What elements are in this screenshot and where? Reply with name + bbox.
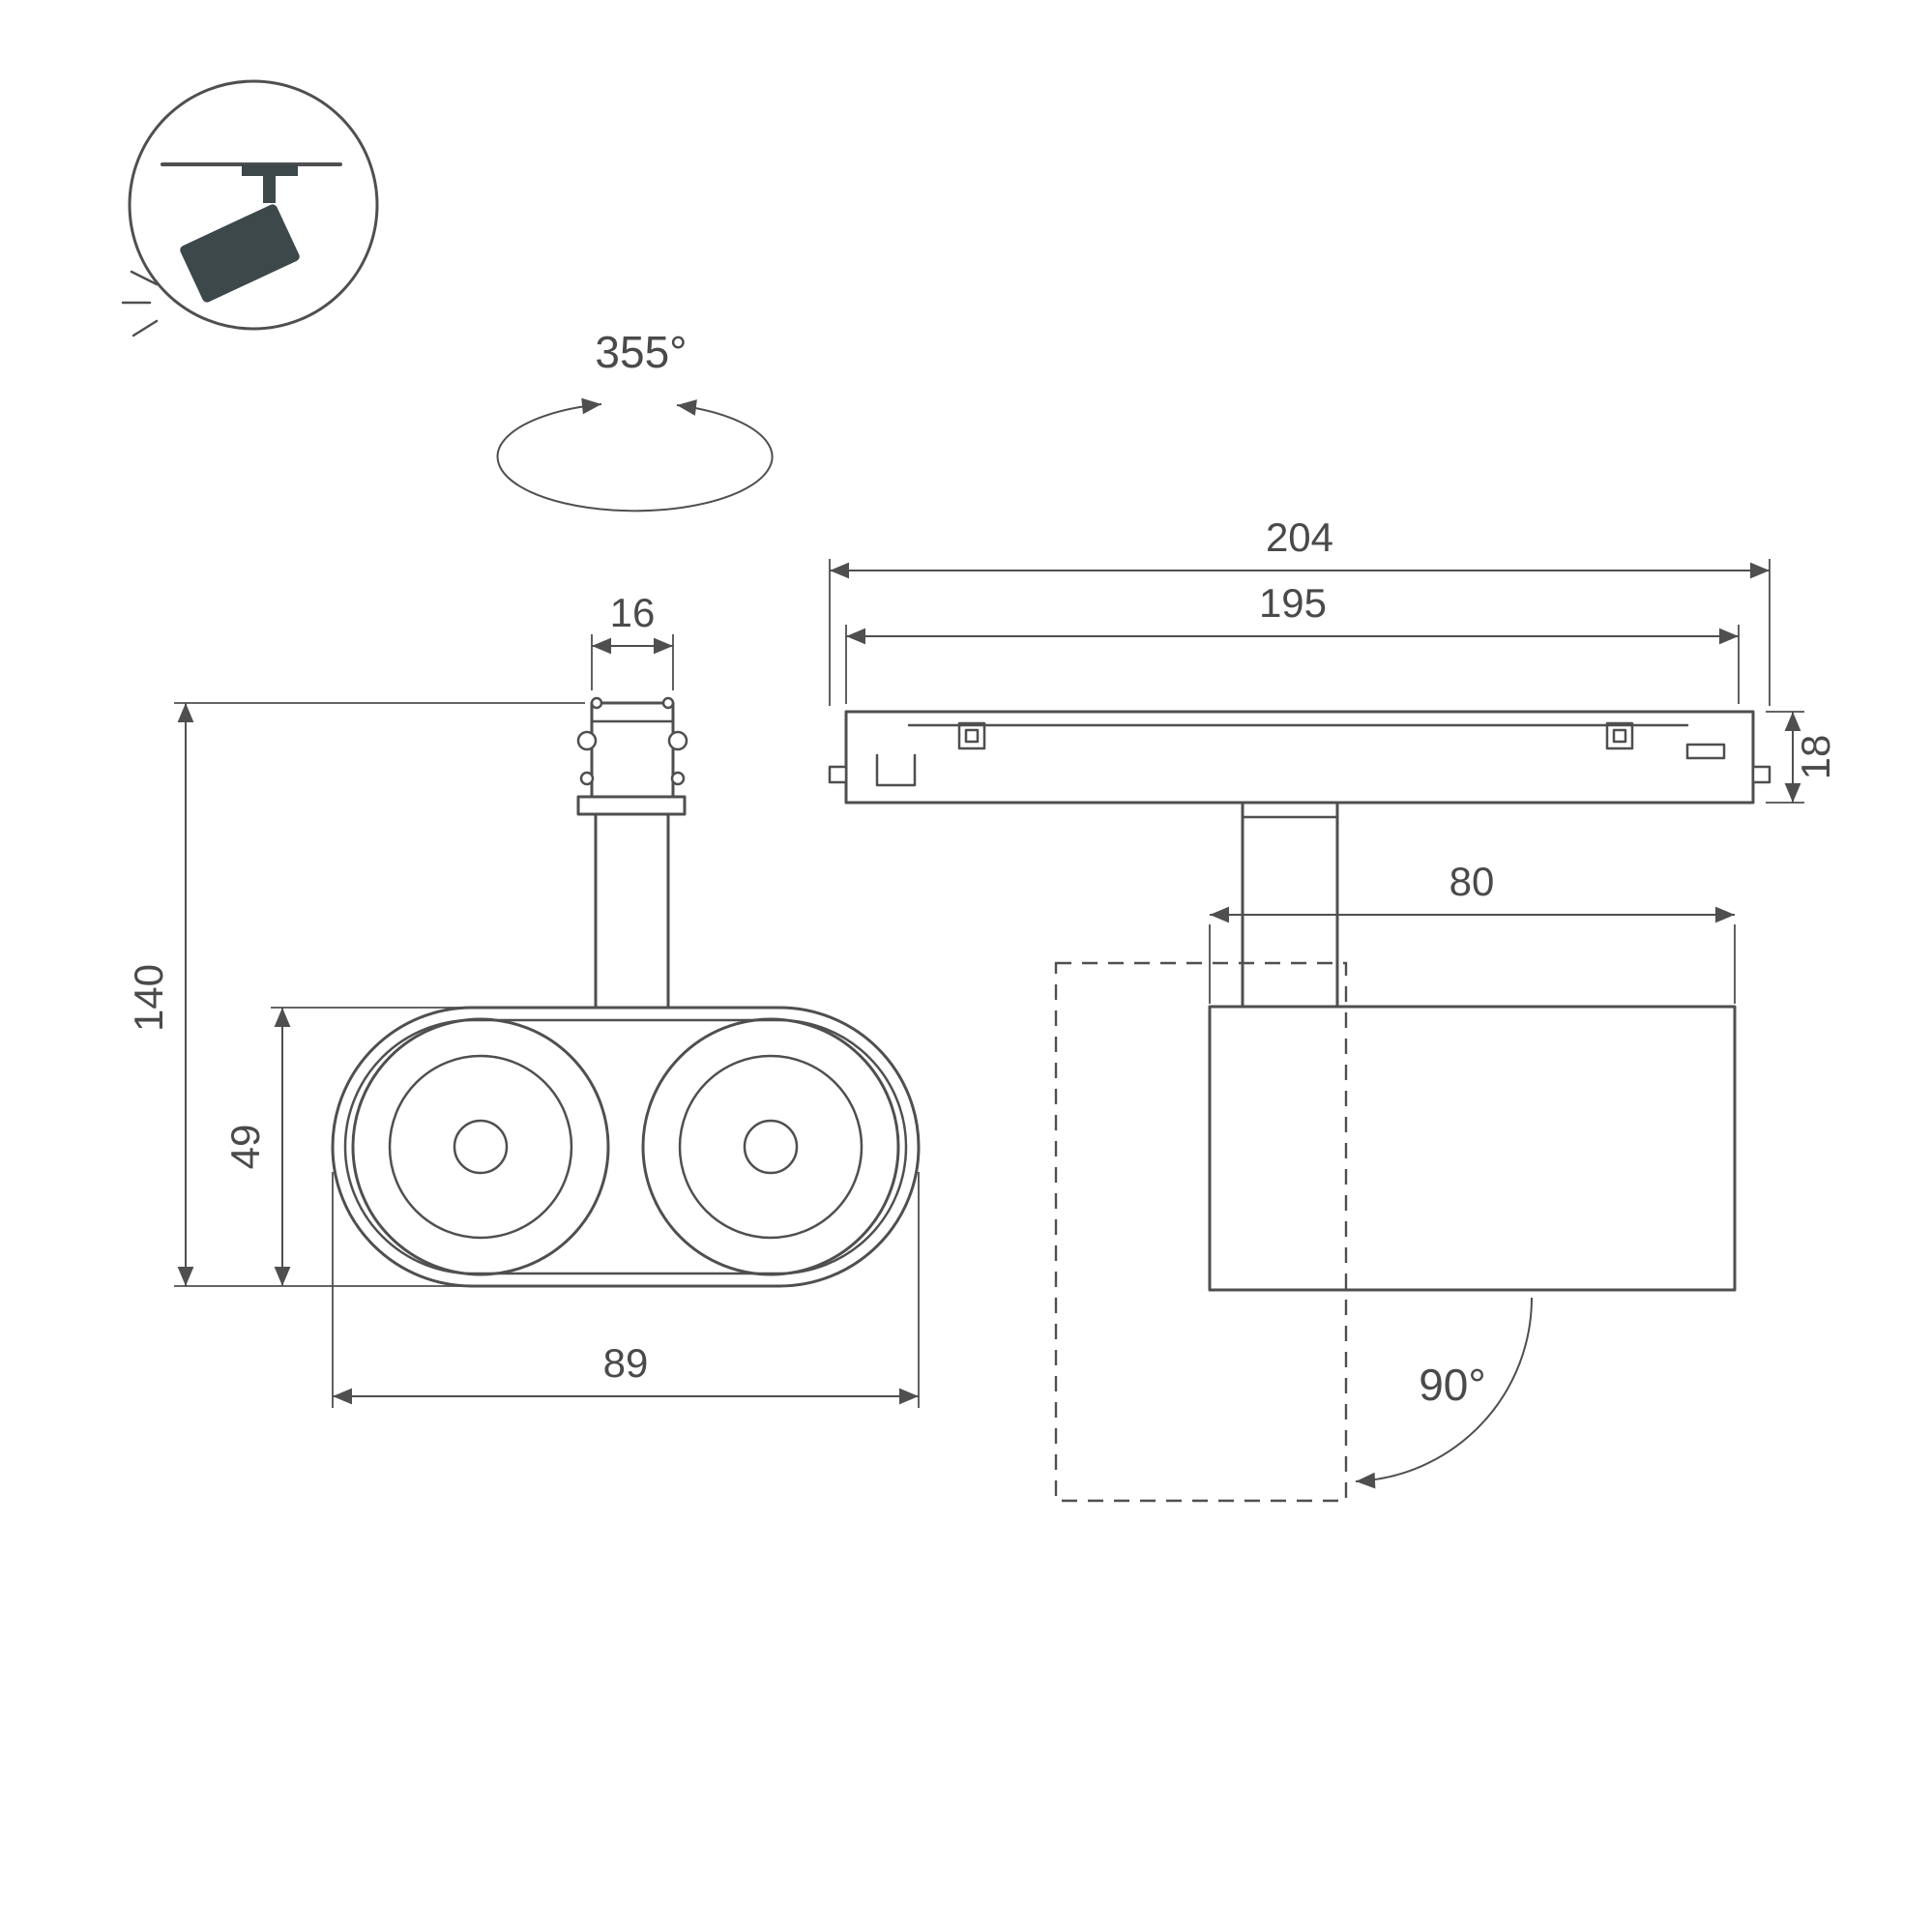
rotation-indicator: 355° (496, 327, 774, 512)
lamp-left-mid-circle (388, 1054, 573, 1240)
dim-body-width: 89 (332, 1172, 920, 1408)
side-track-outline (844, 710, 1755, 805)
rotation-angle-label: 355° (595, 327, 687, 377)
front-stem-collar (576, 795, 687, 816)
dim-label-side-body-width: 80 (1449, 859, 1495, 904)
dim-label-overall-height: 140 (126, 964, 171, 1032)
side-track-pin-right (1751, 765, 1771, 784)
dim-track-height: 18 (1766, 711, 1838, 804)
icon-stem (263, 164, 276, 203)
lamp-left-outer-circle (351, 1017, 610, 1276)
dim-label-adapter-width: 16 (610, 590, 656, 635)
front-lamp-left (351, 1017, 610, 1276)
front-view: 16 140 49 89 (126, 590, 921, 1408)
dim-label-body-width: 89 (603, 1340, 649, 1386)
tilt-angle-label: 90° (1419, 1360, 1486, 1410)
front-adapter-tab-left (590, 696, 603, 710)
side-track-slot-right (1685, 743, 1726, 760)
side-body-tilted-dashed-outline (1054, 961, 1348, 1503)
dim-label-body-height: 49 (222, 1125, 268, 1170)
dim-label-track-inner-length: 195 (1259, 580, 1327, 626)
rotation-ellipse-arrow (496, 397, 774, 512)
side-view: 90° 204 195 18 80 (828, 514, 1838, 1503)
icon-light-rays (121, 270, 159, 337)
dim-adapter-width: 16 (591, 590, 674, 690)
tilt-arc-arrow (1355, 1297, 1534, 1489)
dim-label-track-outer-length: 204 (1266, 514, 1333, 560)
front-adapter-screw-left-top (576, 730, 598, 751)
icon-circle (128, 79, 379, 331)
lamp-right-outer-circle (641, 1017, 900, 1276)
front-adapter-screw-right-bottom (670, 771, 686, 786)
front-adapter-outline (590, 701, 675, 799)
lamp-left-center-circle (453, 1119, 509, 1175)
front-adapter-screw-left-bottom (579, 771, 595, 786)
side-body-outline (1208, 1005, 1737, 1292)
dim-track-outer-length: 204 (829, 514, 1771, 706)
icon-lamp-body (180, 204, 300, 303)
front-lamp-right (641, 1017, 900, 1276)
lamp-right-mid-circle (678, 1054, 864, 1240)
dim-track-inner-length: 195 (845, 580, 1740, 704)
dim-side-body-width: 80 (1209, 859, 1736, 1004)
lamp-right-center-circle (743, 1119, 799, 1175)
dim-label-track-height: 18 (1793, 735, 1838, 780)
front-body-inner-outline (343, 1018, 908, 1275)
front-body-outline (331, 1006, 921, 1288)
front-adapter-screw-right-top (667, 730, 688, 751)
side-track-bracket-left (875, 753, 917, 787)
side-track-clip-left (957, 721, 986, 750)
dim-body-height: 49 (222, 1007, 471, 1286)
side-track-clip-right (1605, 721, 1634, 750)
side-track-pin-left (828, 765, 848, 784)
ceiling-track-spotlight-icon (121, 79, 379, 337)
front-adapter-tab-right (661, 696, 675, 710)
dim-overall-height: 140 (126, 702, 585, 1287)
